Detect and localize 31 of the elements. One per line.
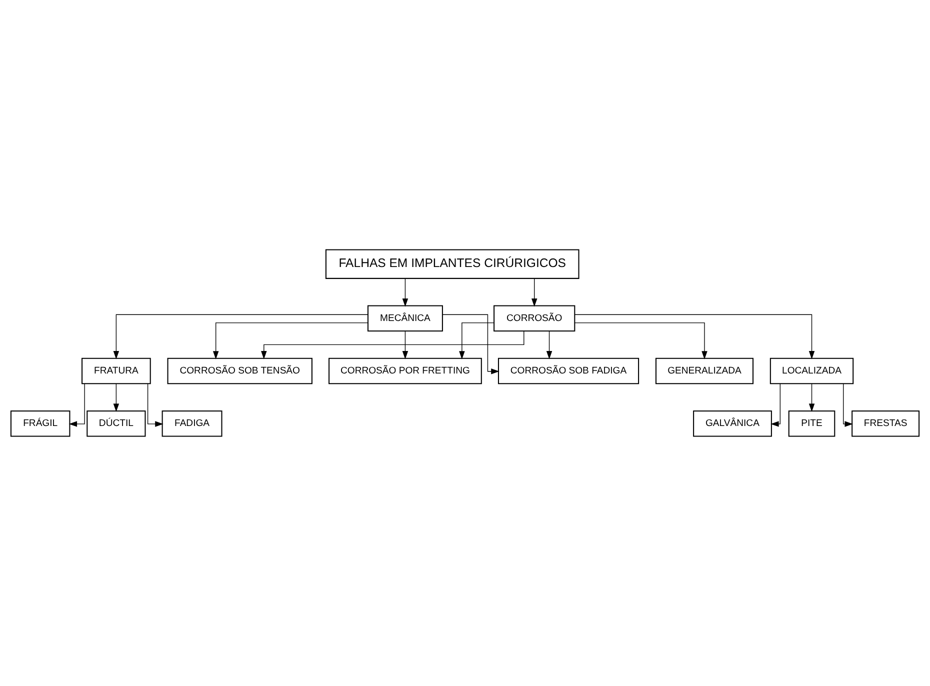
arrow [113, 314, 368, 360]
arrow [574, 322, 708, 360]
arrow [459, 322, 494, 360]
arrow [770, 383, 780, 427]
arrow [113, 383, 120, 412]
arrow [843, 383, 853, 427]
arrow [442, 314, 500, 374]
node-box: CORROSÃO POR FRETTING [328, 358, 482, 384]
node-box: FRESTAS [852, 410, 920, 437]
arrow [574, 314, 815, 360]
node-box: FRÁGIL [10, 410, 70, 437]
arrow [212, 322, 368, 360]
arrow [68, 383, 85, 427]
node-box: DÚCTIL [86, 410, 146, 437]
arrow [147, 383, 164, 427]
node-box: FADIGA [162, 410, 222, 437]
node-box: PITE [788, 410, 836, 437]
arrow [402, 330, 408, 360]
node-box: GENERALIZADA [655, 358, 754, 384]
arrow [808, 383, 815, 412]
node-box: FRATURA [82, 358, 151, 384]
arrow [402, 278, 408, 307]
node-box: FALHAS EM IMPLANTES CIRÚRIGICOS [325, 249, 580, 279]
node-box: GALVÂNICA [693, 410, 772, 437]
arrow [546, 330, 552, 360]
node-box: LOCALIZADA [770, 358, 854, 384]
node-box: CORROSÃO SOB TENSÃO [167, 358, 312, 384]
arrow [531, 278, 538, 307]
node-box: MECÂNICA [367, 305, 443, 332]
node-box: CORROSÃO SOB FADIGA [498, 358, 640, 384]
node-box: CORROSÃO [494, 305, 576, 332]
